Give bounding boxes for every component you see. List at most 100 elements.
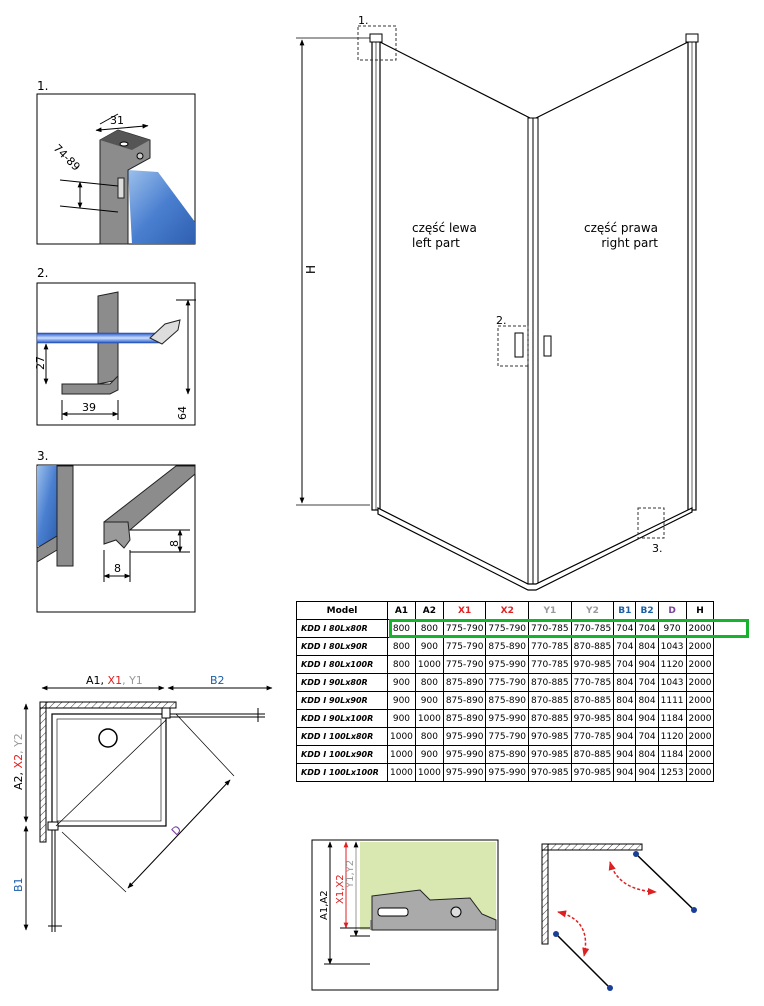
value-cell: 900	[414, 745, 444, 764]
th-h: H	[685, 601, 715, 620]
model-cell: KDD I 80Lx80R	[296, 619, 388, 638]
dimension-table: Model A1 A2 X1 X2 Y1 Y2 B1 B2 D H KDD I …	[296, 601, 715, 782]
callout-3: 3.	[652, 542, 663, 555]
value-cell: 804	[635, 637, 659, 656]
th-b2: B2	[635, 601, 659, 620]
model-cell: KDD I 100Lx90R	[296, 745, 388, 764]
value-cell: 970-985	[528, 763, 572, 782]
callout-1: 1.	[358, 14, 369, 27]
model-cell: KDD I 100Lx80R	[296, 727, 388, 746]
value-cell: 1043	[657, 637, 687, 656]
value-cell: 704	[613, 637, 637, 656]
value-cell: 1000	[414, 709, 444, 728]
detail-3-dim-w: 8	[114, 562, 121, 575]
value-cell: 875-890	[485, 637, 530, 656]
value-cell: 975-990	[442, 727, 487, 746]
value-cell: 2000	[685, 619, 715, 638]
value-cell: 770-785	[528, 619, 572, 638]
value-cell: 970-985	[570, 655, 615, 674]
value-cell: 2000	[685, 637, 715, 656]
tray-y-label: Y1,Y2	[345, 860, 356, 889]
callout-2: 2.	[496, 314, 507, 327]
value-cell: 1253	[657, 763, 687, 782]
value-cell: 770-785	[570, 619, 615, 638]
value-cell: 2000	[685, 691, 715, 710]
value-cell: 704	[613, 655, 637, 674]
value-cell: 800	[387, 637, 416, 656]
value-cell: 775-790	[485, 727, 530, 746]
door-swing	[541, 843, 697, 991]
value-cell: 1000	[414, 655, 444, 674]
detail-2-dim-total: 64	[176, 406, 189, 420]
value-cell: 775-790	[442, 655, 487, 674]
detail-2-label: 2.	[37, 266, 48, 280]
value-cell: 970-985	[528, 745, 572, 764]
main-elevation: H 1. 2. 3. część lewa left part część pr…	[296, 14, 699, 591]
plan-side-b1: B1	[12, 877, 25, 892]
value-cell: 1000	[387, 763, 416, 782]
value-cell: 704	[635, 673, 659, 692]
model-cell: KDD I 90Lx100R	[296, 709, 388, 728]
table-header-row: Model A1 A2 X1 X2 Y1 Y2 B1 B2 D H	[296, 601, 715, 620]
value-cell: 1000	[414, 763, 444, 782]
value-cell: 904	[635, 763, 659, 782]
value-cell: 770-785	[528, 637, 572, 656]
detail-3-dim-h: 8	[168, 540, 181, 547]
value-cell: 975-990	[485, 655, 530, 674]
value-cell: 975-990	[485, 709, 530, 728]
value-cell: 800	[387, 655, 416, 674]
value-cell: 804	[635, 745, 659, 764]
plan-top-b2: B2	[210, 674, 225, 687]
th-b1: B1	[613, 601, 637, 620]
value-cell: 875-890	[485, 691, 530, 710]
value-cell: 770-785	[528, 655, 572, 674]
value-cell: 904	[613, 727, 637, 746]
value-cell: 970-985	[528, 727, 572, 746]
value-cell: 900	[387, 709, 416, 728]
left-part-pl: część lewa	[412, 221, 477, 235]
detail-2-dim-height: 27	[34, 356, 47, 370]
value-cell: 800	[387, 619, 416, 638]
value-cell: 804	[613, 691, 637, 710]
value-cell: 875-890	[442, 709, 487, 728]
value-cell: 2000	[685, 673, 715, 692]
detail-2: 2. 27 39 64	[34, 266, 196, 426]
value-cell: 800	[414, 619, 444, 638]
th-y2: Y2	[570, 601, 615, 620]
value-cell: 1000	[387, 727, 416, 746]
th-model: Model	[296, 601, 388, 620]
value-cell: 904	[613, 763, 637, 782]
right-part-pl: część prawa	[584, 221, 658, 235]
value-cell: 775-790	[485, 673, 530, 692]
value-cell: 875-890	[442, 673, 487, 692]
plan-top-label: A1, X1, Y1	[86, 674, 143, 687]
value-cell: 1120	[657, 655, 687, 674]
detail-1-label: 1.	[37, 79, 48, 93]
value-cell: 775-790	[442, 619, 487, 638]
value-cell: 900	[387, 673, 416, 692]
value-cell: 870-885	[570, 637, 615, 656]
detail-1: 1. 31 74-89	[36, 79, 196, 245]
value-cell: 870-885	[570, 745, 615, 764]
model-cell: KDD I 90Lx80R	[296, 673, 388, 692]
value-cell: 800	[414, 673, 444, 692]
value-cell: 2000	[685, 709, 715, 728]
value-cell: 1184	[657, 745, 687, 764]
value-cell: 870-885	[570, 691, 615, 710]
th-x1: X1	[442, 601, 487, 620]
value-cell: 804	[613, 709, 637, 728]
right-part-en: right part	[601, 236, 658, 250]
value-cell: 900	[414, 637, 444, 656]
value-cell: 900	[414, 691, 444, 710]
value-cell: 770-785	[570, 727, 615, 746]
value-cell: 1000	[387, 745, 416, 764]
